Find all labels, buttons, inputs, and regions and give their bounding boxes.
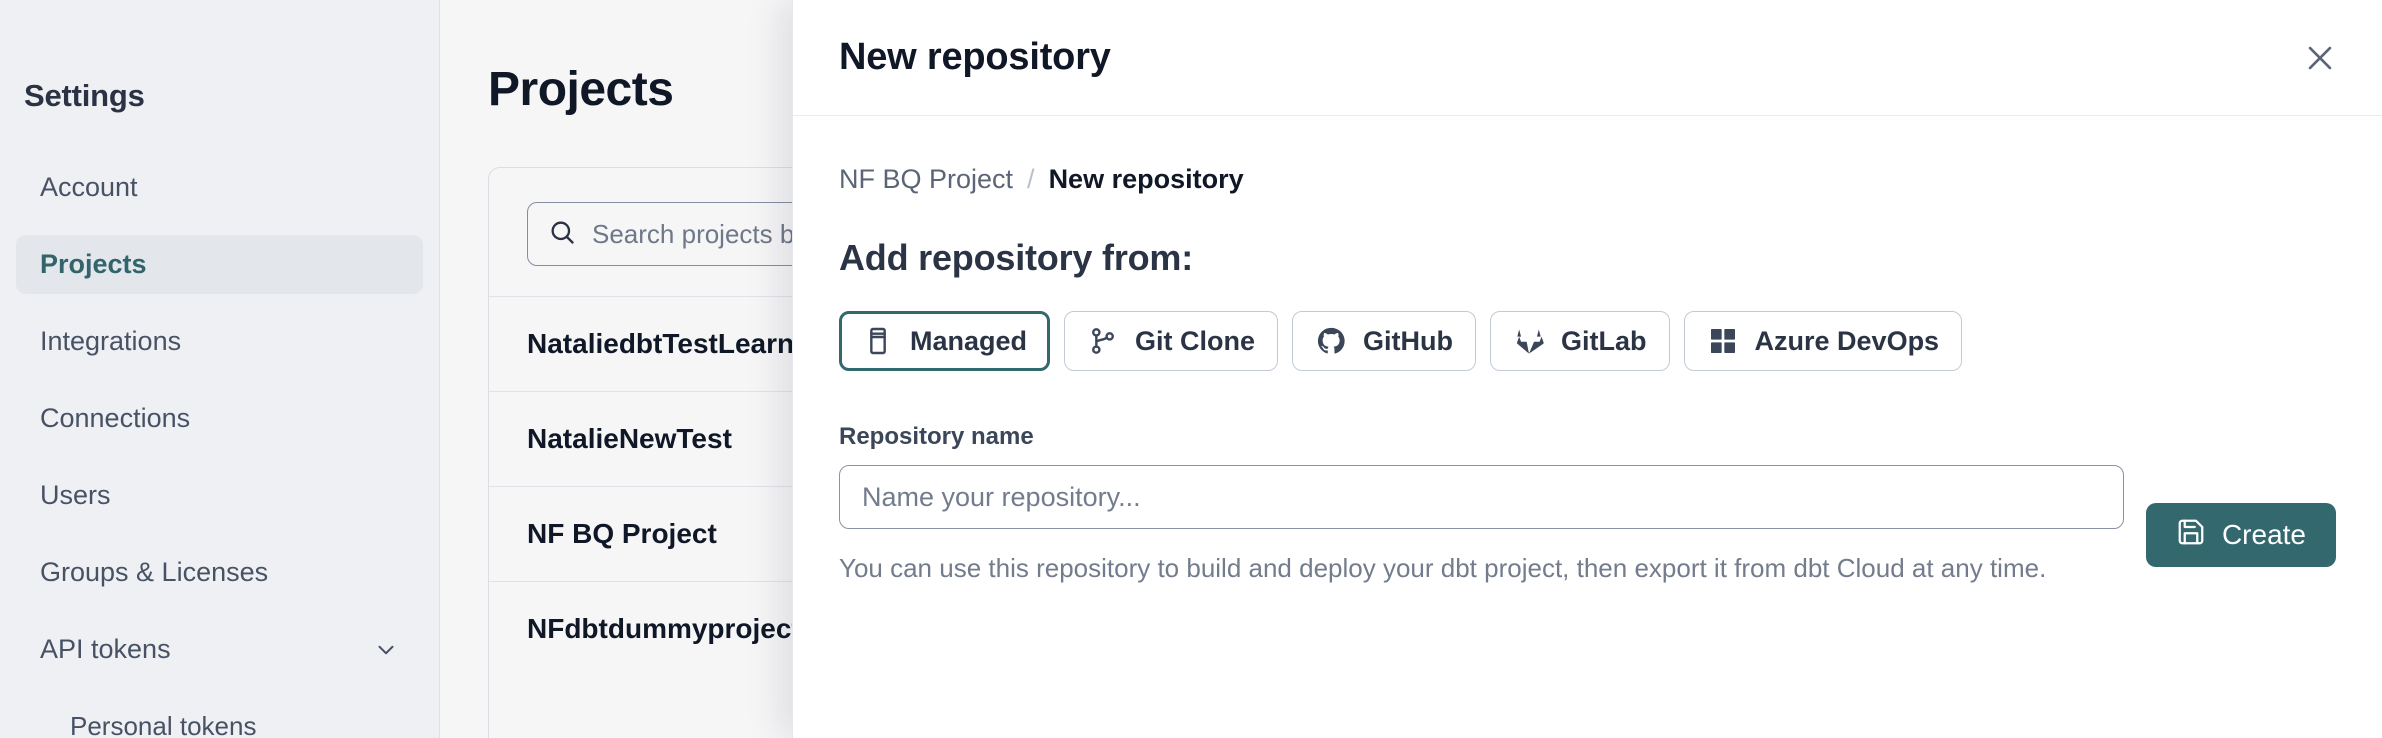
sidebar-title: Settings	[24, 78, 145, 113]
repository-source-gitlab-button[interactable]: GitLab	[1490, 311, 1670, 371]
repository-source-label: Azure DevOps	[1754, 325, 1940, 356]
repository-help-text: You can use this repository to build and…	[839, 553, 2047, 583]
azure-devops-icon	[1707, 325, 1739, 357]
repository-source-label: GitHub	[1363, 325, 1454, 356]
page-title: Projects	[488, 63, 674, 116]
breadcrumb: NF BQ Project / New repository	[839, 164, 2336, 195]
github-icon	[1315, 325, 1347, 357]
gitlab-icon	[1513, 325, 1545, 357]
repository-source-azure-devops-button[interactable]: Azure DevOps	[1683, 311, 1963, 371]
repository-source-managed-button[interactable]: Managed	[839, 311, 1051, 371]
breadcrumb-item-project[interactable]: NF BQ Project	[839, 164, 1014, 194]
sidebar-item-label: Personal tokens	[70, 711, 257, 738]
sidebar-item-personal-tokens[interactable]: Personal tokens	[16, 697, 423, 738]
save-icon	[2176, 517, 2206, 554]
sidebar-item-label: Account	[40, 172, 138, 202]
chevron-down-icon[interactable]	[373, 637, 399, 663]
sidebar-item-label: Users	[40, 480, 111, 510]
sidebar-item-label: Integrations	[40, 326, 182, 356]
repository-source-label: GitLab	[1561, 325, 1647, 356]
sidebar-item-api-tokens[interactable]: API tokens	[16, 620, 423, 679]
repository-source-git-clone-button[interactable]: Git Clone	[1064, 311, 1279, 371]
create-button-label: Create	[2221, 519, 2306, 550]
sidebar-item-connections[interactable]: Connections	[16, 389, 423, 448]
repository-source-label: Managed	[910, 325, 1028, 356]
sidebar-item-label: Groups & Licenses	[40, 557, 269, 587]
sidebar-item-label: Connections	[40, 403, 191, 433]
new-repository-panel: New repository NF BQ Project / New repos…	[792, 0, 2382, 738]
sidebar-item-account[interactable]: Account	[16, 158, 423, 217]
repository-source-label: Git Clone	[1135, 325, 1256, 356]
sidebar-item-projects[interactable]: Projects	[16, 235, 423, 294]
add-repository-from-heading: Add repository from:	[839, 237, 1194, 278]
sidebar-item-users[interactable]: Users	[16, 466, 423, 525]
repository-name-group: Repository name You can use this reposit…	[839, 423, 2336, 586]
sidebar-item-label: Projects	[40, 249, 147, 279]
git-branch-icon	[1087, 325, 1119, 357]
panel-title: New repository	[839, 36, 1111, 78]
create-button[interactable]: Create	[2145, 503, 2336, 567]
panel-header: New repository	[793, 0, 2382, 116]
panel-body: NF BQ Project / New repository Add repos…	[793, 116, 2382, 586]
breadcrumb-separator: /	[1027, 164, 1035, 194]
repository-source-options: Managed Git Clone GitHub GitLab Azure DevOps	[839, 311, 2336, 371]
managed-repo-icon	[862, 325, 894, 357]
repository-name-input[interactable]	[839, 465, 2124, 529]
repository-name-label: Repository name	[839, 423, 1034, 450]
sidebar-item-label: API tokens	[40, 634, 171, 664]
close-icon[interactable]	[2294, 32, 2346, 84]
breadcrumb-item-current: New repository	[1048, 164, 1244, 194]
search-icon	[548, 218, 576, 251]
sidebar-item-integrations[interactable]: Integrations	[16, 312, 423, 371]
sidebar-item-groups-licenses[interactable]: Groups & Licenses	[16, 543, 423, 602]
repository-source-github-button[interactable]: GitHub	[1292, 311, 1477, 371]
